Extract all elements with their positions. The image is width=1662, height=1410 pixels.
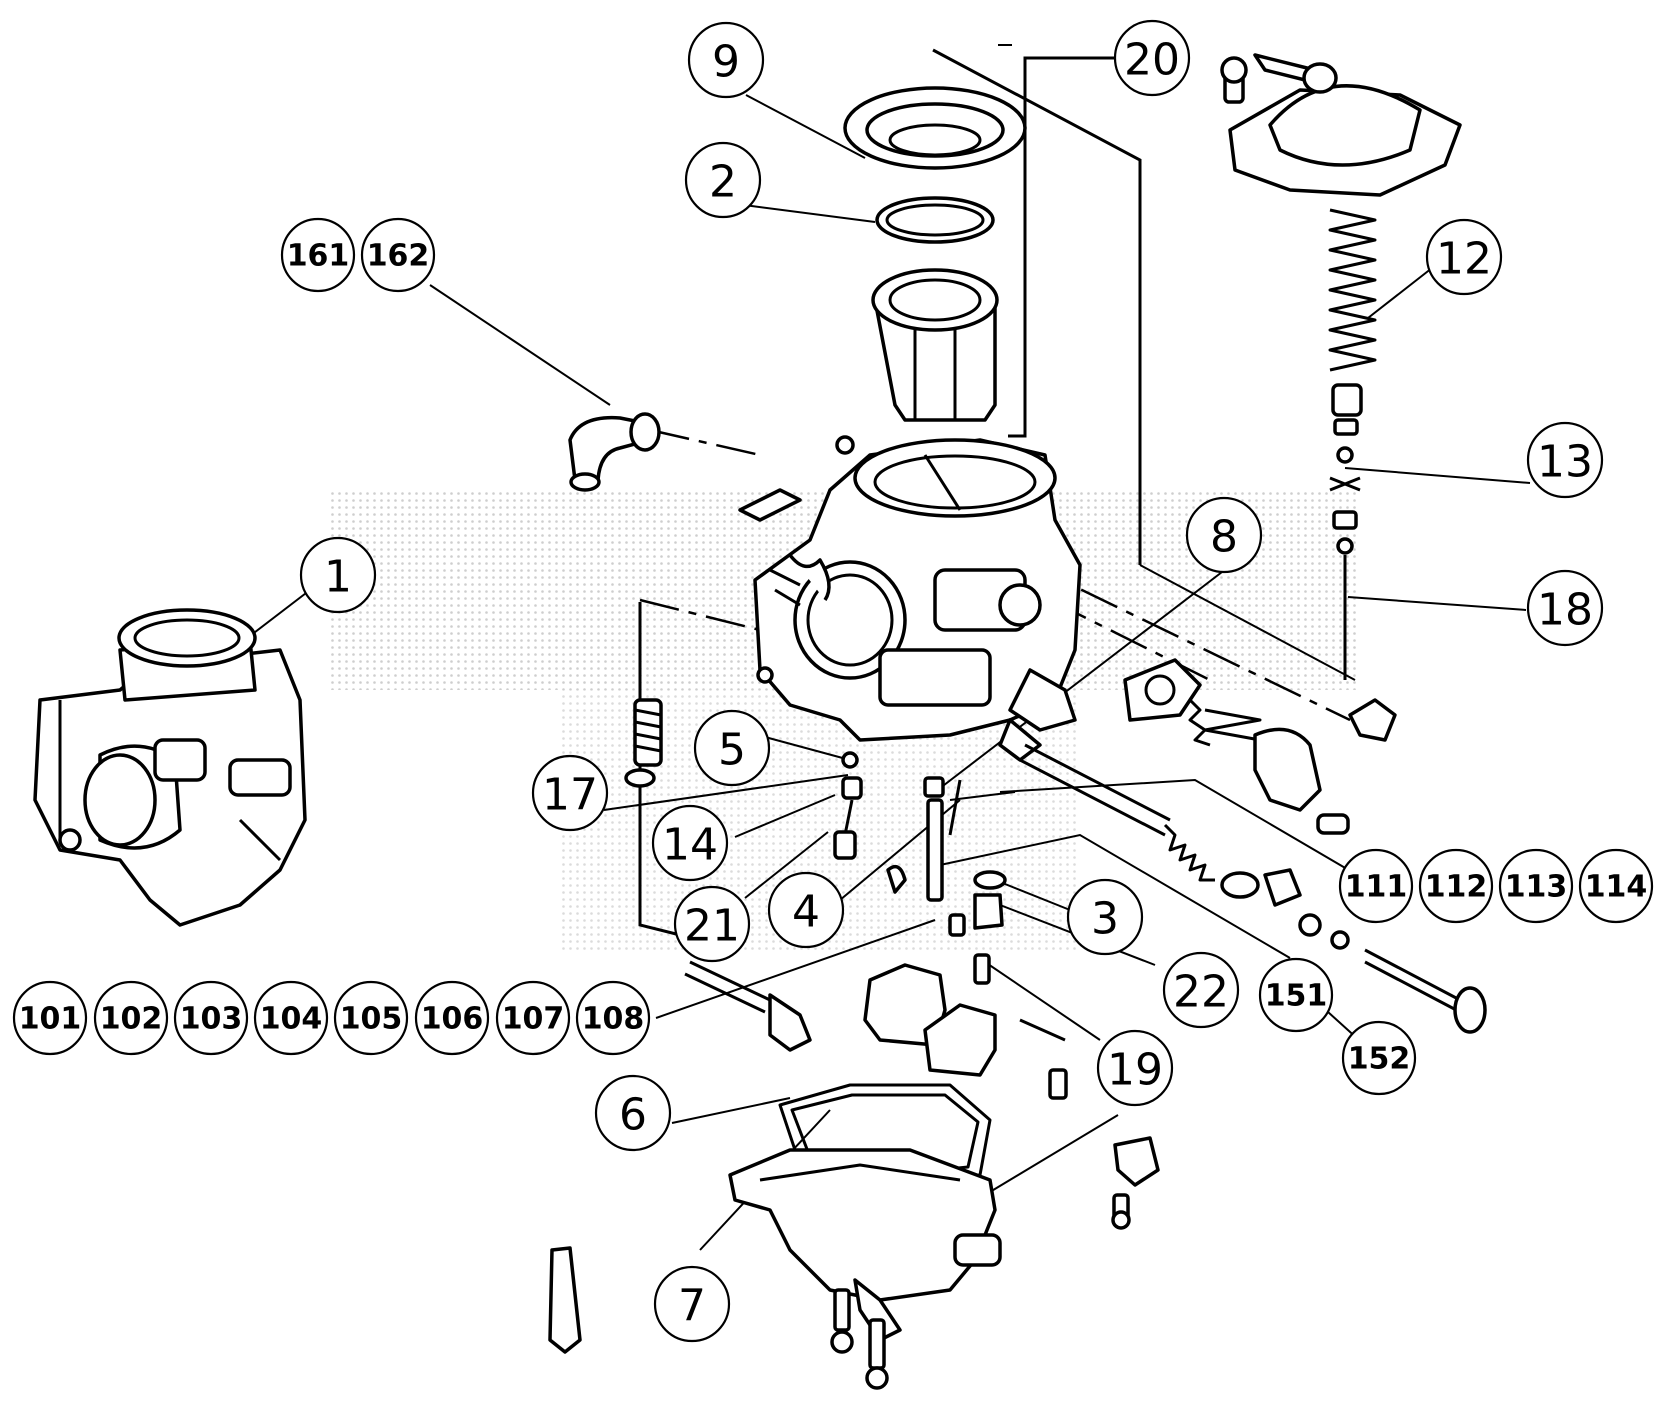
- callout-161: 161: [280, 217, 356, 293]
- callout-label: 108: [582, 1002, 645, 1037]
- callout-19: 19: [1096, 1029, 1174, 1107]
- callout-7: 7: [653, 1265, 731, 1343]
- callout-20: 20: [1113, 19, 1191, 97]
- part-9-top-seal: [843, 86, 1027, 170]
- callout-5: 5: [693, 709, 771, 787]
- callout-106: 106: [414, 980, 490, 1056]
- callout-label: 101: [19, 1002, 82, 1037]
- callout-1: 1: [299, 536, 377, 614]
- callout-label: 1: [324, 552, 352, 603]
- callout-17: 17: [531, 754, 609, 832]
- callout-label: 8: [1210, 512, 1238, 563]
- callout-108: 108: [575, 980, 651, 1056]
- callout-label: 106: [421, 1002, 484, 1037]
- callout-152: 152: [1341, 1020, 1417, 1096]
- callout-label: 162: [367, 239, 430, 274]
- callout-label: 14: [662, 820, 718, 871]
- part-jets-cluster: [624, 698, 1007, 985]
- callout-label: 111: [1345, 870, 1408, 905]
- part-1-assembled-carburetor: [33, 608, 307, 927]
- callout-3: 3: [1066, 878, 1144, 956]
- callout-4: 4: [767, 871, 845, 949]
- part-2-ring: [875, 196, 995, 244]
- callout-6: 6: [594, 1074, 672, 1152]
- callout-14: 14: [651, 804, 729, 882]
- callout-label: 104: [260, 1002, 323, 1037]
- callout-107: 107: [495, 980, 571, 1056]
- callout-18: 18: [1526, 569, 1604, 647]
- callout-101: 101: [12, 980, 88, 1056]
- callout-22: 22: [1162, 951, 1240, 1029]
- callout-104: 104: [253, 980, 329, 1056]
- part-drain-tube: [548, 1246, 582, 1354]
- callouts: 1 2 3 4 5 6 7 8 9 12 13 14 17 18 19 20 2…: [12, 19, 1654, 1343]
- callout-12: 12: [1425, 218, 1503, 296]
- callout-label: 113: [1505, 870, 1568, 905]
- part-13-needle-clip: [1329, 383, 1363, 555]
- callout-label: 12: [1436, 234, 1492, 285]
- callout-105: 105: [333, 980, 409, 1056]
- part-161-elbow-tube: [568, 412, 661, 492]
- callout-label: 21: [684, 901, 740, 952]
- callout-113: 113: [1498, 848, 1574, 924]
- callout-label: 114: [1585, 870, 1648, 905]
- part-float: [863, 963, 1068, 1100]
- callout-label: 7: [678, 1281, 706, 1332]
- callout-112: 112: [1418, 848, 1494, 924]
- callout-label: 3: [1091, 894, 1119, 945]
- part-152-screw: [1364, 948, 1487, 1034]
- callout-103: 103: [173, 980, 249, 1056]
- callout-label: 112: [1425, 870, 1488, 905]
- callout-114: 114: [1578, 848, 1654, 924]
- part-slide-piston: [871, 268, 999, 422]
- part-101-needle-jet: [684, 960, 812, 1052]
- callout-label: 6: [619, 1090, 647, 1141]
- callout-label: 9: [712, 37, 740, 88]
- callout-label: 161: [287, 239, 350, 274]
- leader-lines: [211, 44, 1531, 1251]
- callout-label: 151: [1265, 979, 1328, 1014]
- callout-21: 21: [673, 885, 751, 963]
- callout-151: 151: [1258, 957, 1334, 1033]
- callout-label: 107: [502, 1002, 565, 1037]
- callout-label: 13: [1537, 437, 1593, 488]
- callout-label: 103: [180, 1002, 243, 1037]
- callout-label: 105: [340, 1002, 403, 1037]
- callout-8: 8: [1185, 496, 1263, 574]
- callout-13: 13: [1526, 421, 1604, 499]
- part-12-spring: [1328, 208, 1377, 372]
- callout-label: 102: [100, 1002, 163, 1037]
- callout-label: 2: [709, 157, 737, 208]
- part-top-cover: [1220, 53, 1462, 197]
- callout-label: 20: [1124, 35, 1180, 86]
- callout-111: 111: [1338, 848, 1414, 924]
- callout-label: 4: [792, 887, 820, 938]
- callout-label: 5: [718, 725, 746, 776]
- callout-label: 17: [542, 770, 598, 821]
- callout-2: 2: [684, 141, 762, 219]
- callout-102: 102: [93, 980, 169, 1056]
- part-151-shaft-spring: [1019, 743, 1350, 950]
- part-diaphragm-cover: [1123, 658, 1350, 835]
- callout-label: 19: [1107, 1045, 1163, 1096]
- callout-label: 18: [1537, 585, 1593, 636]
- callout-label: 152: [1348, 1042, 1411, 1077]
- part-bracket-bottom-right: [1111, 1136, 1160, 1230]
- part-float-bowl: [728, 1148, 1002, 1390]
- part-clip-right: [1348, 698, 1397, 742]
- callout-label: 22: [1173, 967, 1229, 1018]
- callout-162: 162: [360, 217, 436, 293]
- part-main-body: [738, 435, 1082, 762]
- callout-9: 9: [687, 21, 765, 99]
